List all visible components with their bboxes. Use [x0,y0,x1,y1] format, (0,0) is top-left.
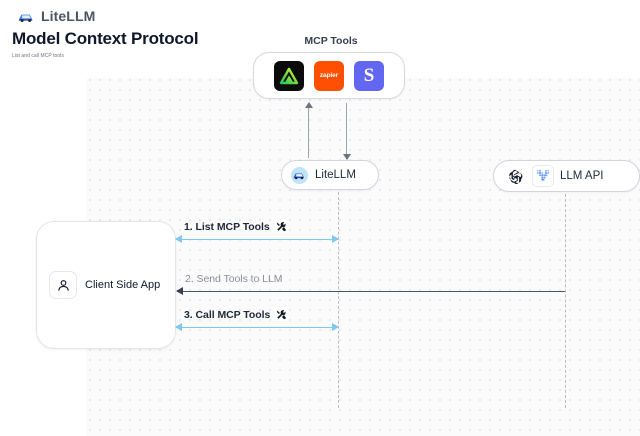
person-icon [49,271,77,299]
mcp-tools-group-title: MCP Tools [304,35,358,47]
tools-icon [275,308,289,321]
tool-tile-slack[interactable]: S [354,60,384,91]
arrowhead-right [332,323,339,331]
litellm-avatar-icon [291,166,308,184]
message-2-text: 2. Send Tools to LLM [185,273,283,285]
node-llm-api[interactable]: LLM API [493,160,640,192]
mcp-tools-group: zapier S [253,52,405,99]
zapier-wordmark-icon: zapier [319,72,339,79]
linear-triangle-icon [279,67,299,85]
message-3-text: 3. Call MCP Tools [184,308,271,321]
page-subtitle: List and call MCP tools [12,53,64,59]
openai-icon [504,165,526,187]
message-1-label: 1. List MCP Tools [184,220,288,233]
message-3-label: 3. Call MCP Tools [184,308,289,321]
lifeline-llm-api [565,194,566,408]
node-litellm-label: LiteLLM [315,169,356,181]
node-litellm[interactable]: LiteLLM [281,160,379,190]
page-title: Model Context Protocol [12,29,199,48]
slack-s-icon: S [363,65,375,86]
node-client-side-app[interactable]: Client Side App [36,221,176,349]
arrowhead-left [175,323,182,331]
lifeline-litellm [338,192,339,408]
brand-label: LiteLLM [41,8,96,24]
message-1-text: 1. List MCP Tools [184,220,270,233]
vertex-ai-icon [532,165,554,187]
arrowhead-left [176,287,183,295]
tools-icon [274,220,288,233]
arrowhead-right [332,235,339,243]
message-2-label: 2. Send Tools to LLM [185,273,283,285]
left-gutter-background [0,0,86,436]
node-client-side-app-label: Client Side App [85,279,161,291]
node-llm-api-label: LLM API [560,170,604,182]
arrowhead-left [175,235,182,243]
brand: LiteLLM [18,8,95,24]
litellm-logo-icon [18,10,35,23]
tool-tile-zapier[interactable]: zapier [314,60,344,91]
tool-tile-linear[interactable] [274,60,304,91]
